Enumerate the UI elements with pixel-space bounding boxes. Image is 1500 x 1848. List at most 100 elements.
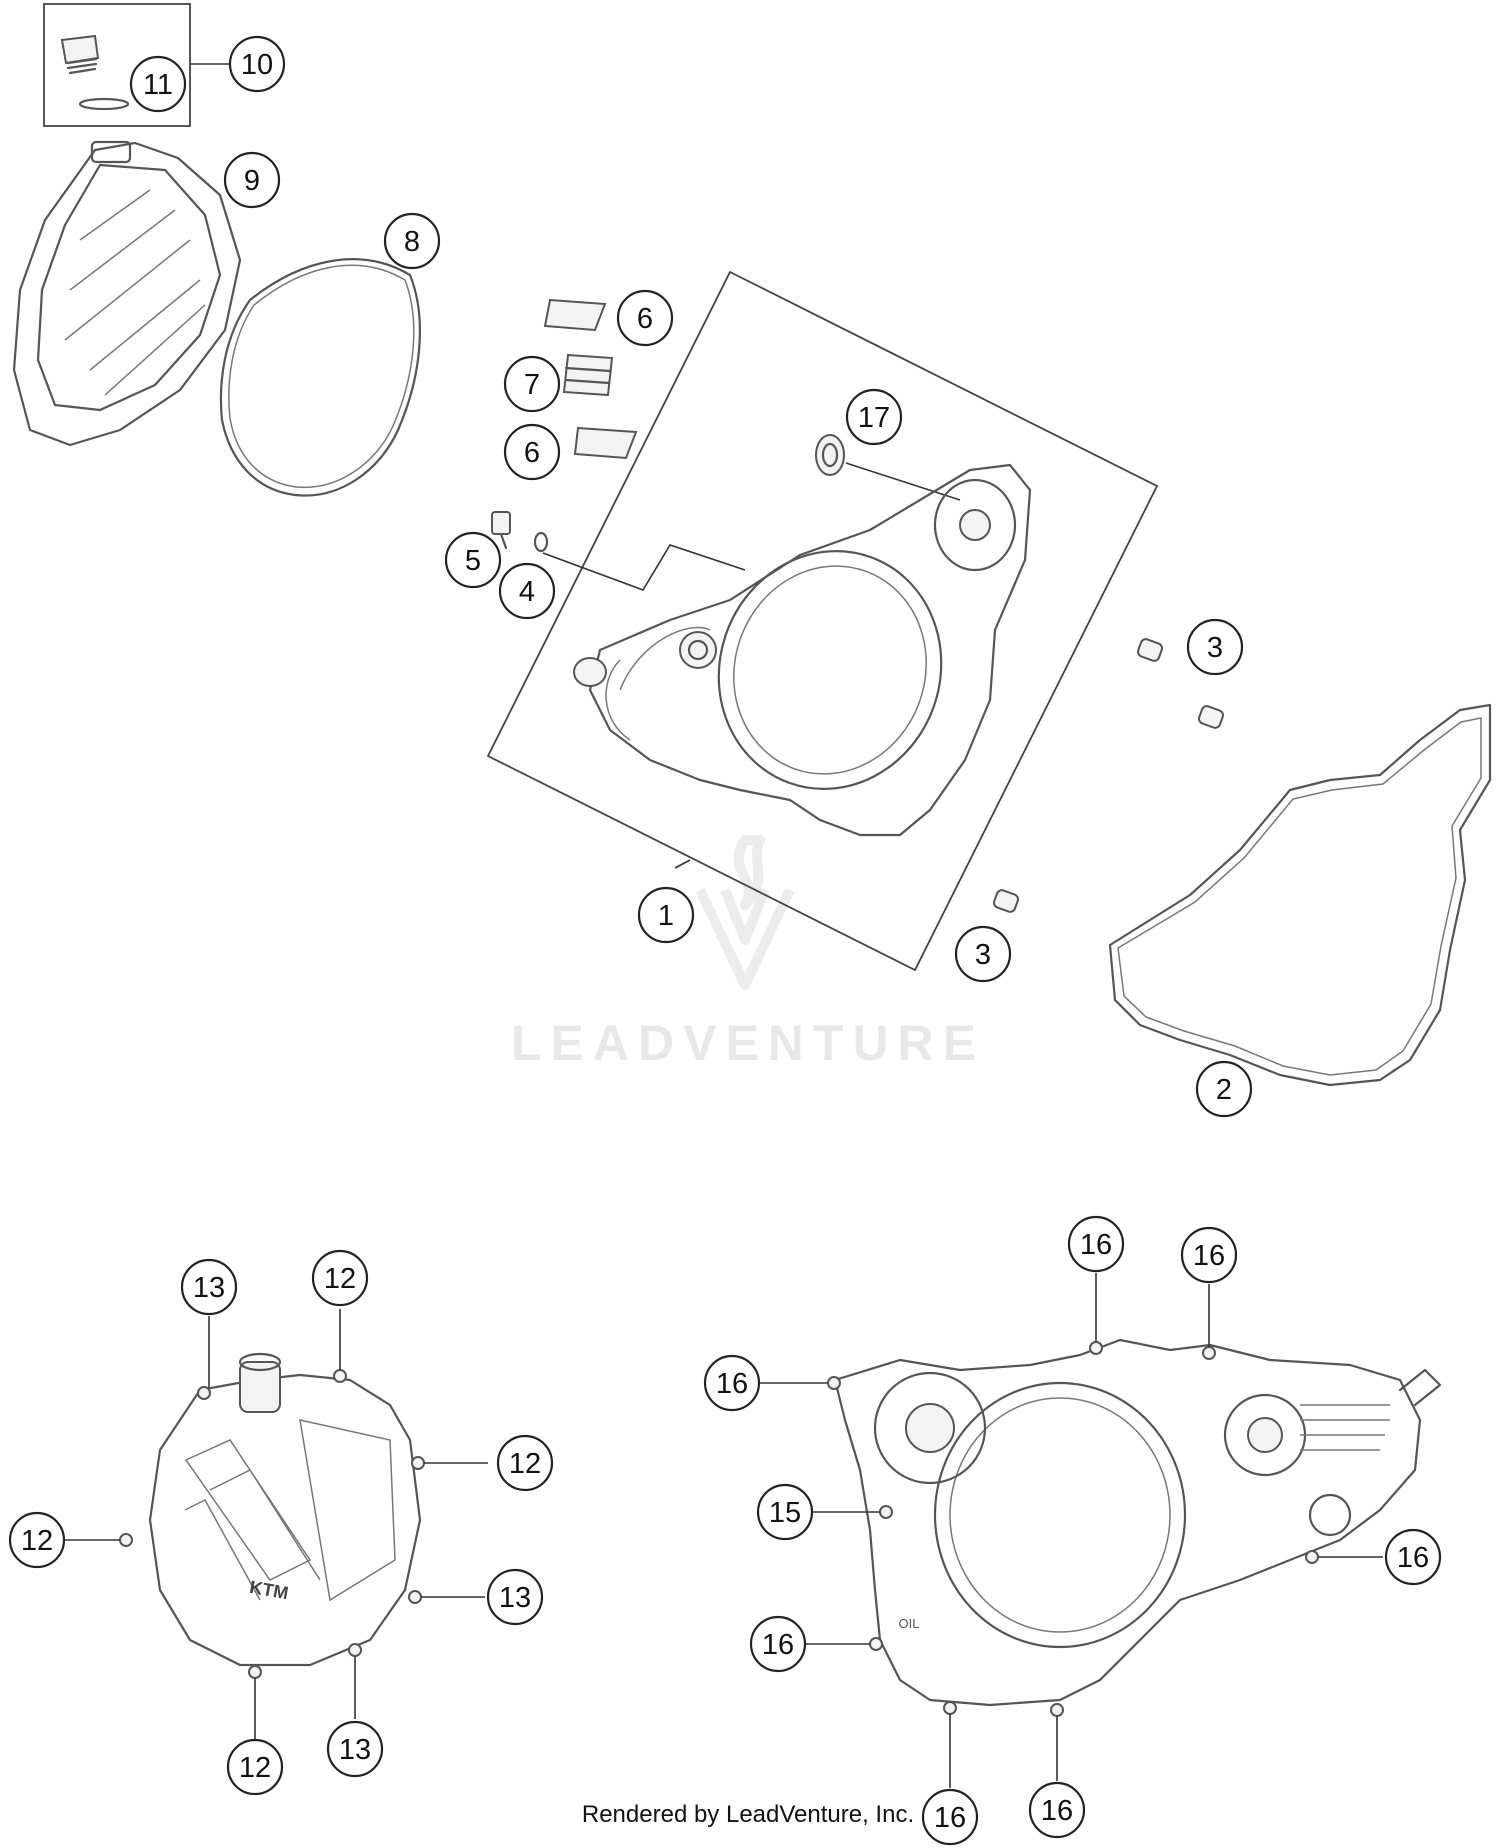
outer-cover-gasket bbox=[219, 258, 422, 497]
seal-leader bbox=[845, 462, 961, 501]
callout-label: 16 bbox=[1080, 1229, 1112, 1261]
callout-label: 2 bbox=[1216, 1074, 1232, 1106]
outer-cover-gasket-inner bbox=[228, 264, 415, 489]
callout-circle bbox=[383, 212, 441, 270]
callout-circle bbox=[637, 886, 695, 944]
callout-circle bbox=[486, 1568, 544, 1626]
callout-circle bbox=[703, 1354, 761, 1412]
callout-circle bbox=[616, 289, 674, 347]
clutch-cover-gasket bbox=[1108, 703, 1492, 1087]
seal-6-bottom bbox=[573, 426, 638, 460]
callout-label: 8 bbox=[404, 226, 420, 258]
callout-8: 8 bbox=[383, 212, 441, 270]
callout-circle bbox=[444, 531, 502, 589]
callout-circle bbox=[326, 1720, 384, 1778]
callout-2: 2 bbox=[1195, 1060, 1253, 1118]
inner-clutch-cover bbox=[573, 463, 1032, 837]
callout-label: 1 bbox=[658, 900, 674, 932]
callout-circle bbox=[1180, 1226, 1238, 1284]
callout-16: 16 bbox=[1067, 1215, 1125, 1273]
plug-kit-frame bbox=[43, 3, 191, 127]
callout-label: 10 bbox=[241, 49, 273, 81]
callout-16: 16 bbox=[921, 1788, 979, 1846]
callout-label: 12 bbox=[509, 1448, 541, 1480]
callout-label: 6 bbox=[524, 437, 540, 469]
callout-label: 5 bbox=[465, 545, 481, 577]
callout-3: 3 bbox=[954, 925, 1012, 983]
callout-label: 17 bbox=[858, 402, 890, 434]
callout-label: 16 bbox=[762, 1629, 794, 1661]
callout-label: 13 bbox=[339, 1734, 371, 1766]
callout-label: 15 bbox=[769, 1497, 801, 1529]
callout-circle bbox=[921, 1788, 979, 1846]
callout-13: 13 bbox=[180, 1258, 238, 1316]
clutch-cover-gasket-inner bbox=[1117, 717, 1482, 1076]
callout-label: 3 bbox=[1207, 632, 1223, 664]
shaft-seal-17 bbox=[815, 434, 845, 476]
callout-label: 4 bbox=[519, 576, 535, 608]
callout-7: 7 bbox=[503, 355, 561, 413]
callout-4: 4 bbox=[498, 562, 556, 620]
callout-12: 12 bbox=[496, 1434, 554, 1492]
outer-clutch-cover bbox=[12, 140, 242, 447]
clutch-cover-assembly-frame bbox=[486, 270, 1159, 972]
callout-17: 17 bbox=[845, 388, 903, 446]
callout-12: 12 bbox=[311, 1249, 369, 1307]
assembled-outer-cover: KTM bbox=[148, 1352, 422, 1667]
callout-circle bbox=[845, 388, 903, 446]
callout-11: 11 bbox=[129, 55, 187, 113]
callout-circle bbox=[1384, 1528, 1442, 1586]
assembly-leader bbox=[542, 544, 746, 591]
callout-label: 13 bbox=[499, 1582, 531, 1614]
callout-circle bbox=[756, 1483, 814, 1541]
callout-16: 16 bbox=[1180, 1226, 1238, 1284]
callout-circle bbox=[1067, 1215, 1125, 1273]
callout-circle bbox=[503, 423, 561, 481]
cover-bolt-leaders bbox=[65, 1309, 488, 1740]
o-ring-4 bbox=[533, 531, 549, 553]
callout-16: 16 bbox=[749, 1615, 807, 1673]
callout-circle bbox=[1186, 618, 1244, 676]
callout-13: 13 bbox=[326, 1720, 384, 1778]
callout-10: 10 bbox=[228, 35, 286, 93]
callout-label: 16 bbox=[934, 1802, 966, 1834]
callout-label: 12 bbox=[239, 1752, 271, 1784]
callout-3: 3 bbox=[1186, 618, 1244, 676]
callout-16: 16 bbox=[1028, 1781, 1086, 1839]
callout-15: 15 bbox=[756, 1483, 814, 1541]
callout-9: 9 bbox=[223, 151, 281, 209]
callout-circle bbox=[954, 925, 1012, 983]
cover-bolt-heads bbox=[119, 1369, 425, 1679]
callout-circle bbox=[180, 1258, 238, 1316]
callout-label: 16 bbox=[716, 1368, 748, 1400]
callout-circle bbox=[129, 55, 187, 113]
callout-circle bbox=[503, 355, 561, 413]
callout-circle bbox=[749, 1615, 807, 1673]
credit-text: Rendered by LeadVenture, Inc. bbox=[582, 1801, 914, 1828]
grommet-7 bbox=[562, 353, 614, 397]
callout-1: 1 bbox=[637, 886, 695, 944]
callout-label: 13 bbox=[193, 1272, 225, 1304]
screw-5 bbox=[491, 511, 511, 550]
callout-label: 16 bbox=[1193, 1240, 1225, 1272]
dowel-pins bbox=[992, 638, 1225, 913]
callout-6: 6 bbox=[616, 289, 674, 347]
callout-label: 12 bbox=[21, 1525, 53, 1557]
callout-circle bbox=[228, 35, 286, 93]
callout-5: 5 bbox=[444, 531, 502, 589]
inner-cover-bolt-leaders bbox=[760, 1273, 1383, 1788]
assembled-inner-cover: OIL bbox=[833, 1338, 1442, 1707]
callout-label: 7 bbox=[524, 369, 540, 401]
callout-circle bbox=[498, 562, 556, 620]
cover-logo: KTM bbox=[248, 1577, 290, 1603]
oil-filler-plug bbox=[60, 34, 130, 111]
callout-label: 16 bbox=[1041, 1795, 1073, 1827]
callout-circle bbox=[1028, 1781, 1086, 1839]
callout-12: 12 bbox=[226, 1738, 284, 1796]
callout-label: 16 bbox=[1397, 1542, 1429, 1574]
callout-label: 9 bbox=[244, 165, 260, 197]
callout-13: 13 bbox=[486, 1568, 544, 1626]
callout-circle bbox=[496, 1434, 554, 1492]
